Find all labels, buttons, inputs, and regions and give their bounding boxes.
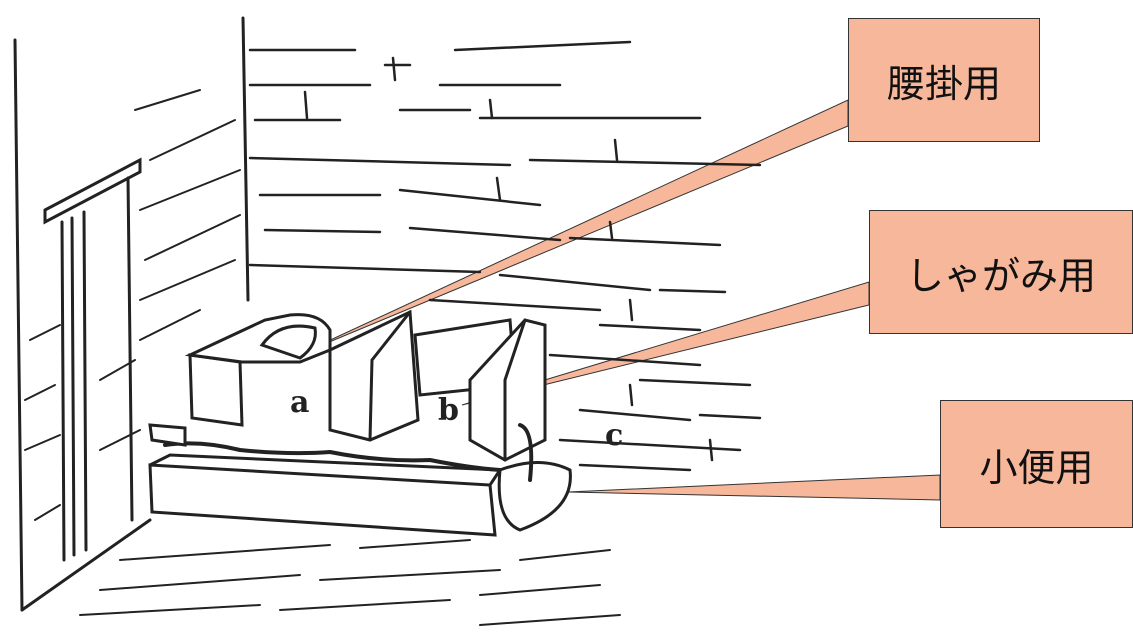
front-step xyxy=(148,463,497,537)
label-c: c xyxy=(605,418,623,453)
right-wall-bricks xyxy=(248,40,762,472)
left-wall-bricks xyxy=(24,89,241,521)
seat-top xyxy=(184,313,332,364)
divider-1 xyxy=(328,309,420,442)
corner-edge xyxy=(241,16,250,302)
urinal-basin xyxy=(497,461,572,532)
label-a: a xyxy=(290,385,309,420)
label-b: b xyxy=(438,393,459,428)
callout-seated: 腰掛用 xyxy=(848,18,1040,142)
callout-urinal: 小便用 xyxy=(940,400,1133,528)
seat-hole xyxy=(259,324,317,360)
left-wall-edge xyxy=(13,38,24,612)
step-top xyxy=(148,453,503,487)
callout-seated-text: 腰掛用 xyxy=(886,61,1001,106)
seat-block-front xyxy=(188,353,244,427)
floor-lines xyxy=(79,539,621,626)
back-ledge xyxy=(148,423,187,447)
door-lintel xyxy=(43,157,142,225)
door-frame xyxy=(60,176,134,562)
floor-edge xyxy=(20,518,152,612)
callout-urinal-text: 小便用 xyxy=(979,445,1094,490)
gravel xyxy=(163,441,502,472)
urinal-drain xyxy=(518,423,534,482)
callout-squat-text: しゃがみ用 xyxy=(905,253,1096,298)
callout-pointer-urinal xyxy=(567,474,941,501)
callout-squat: しゃがみ用 xyxy=(869,210,1133,334)
